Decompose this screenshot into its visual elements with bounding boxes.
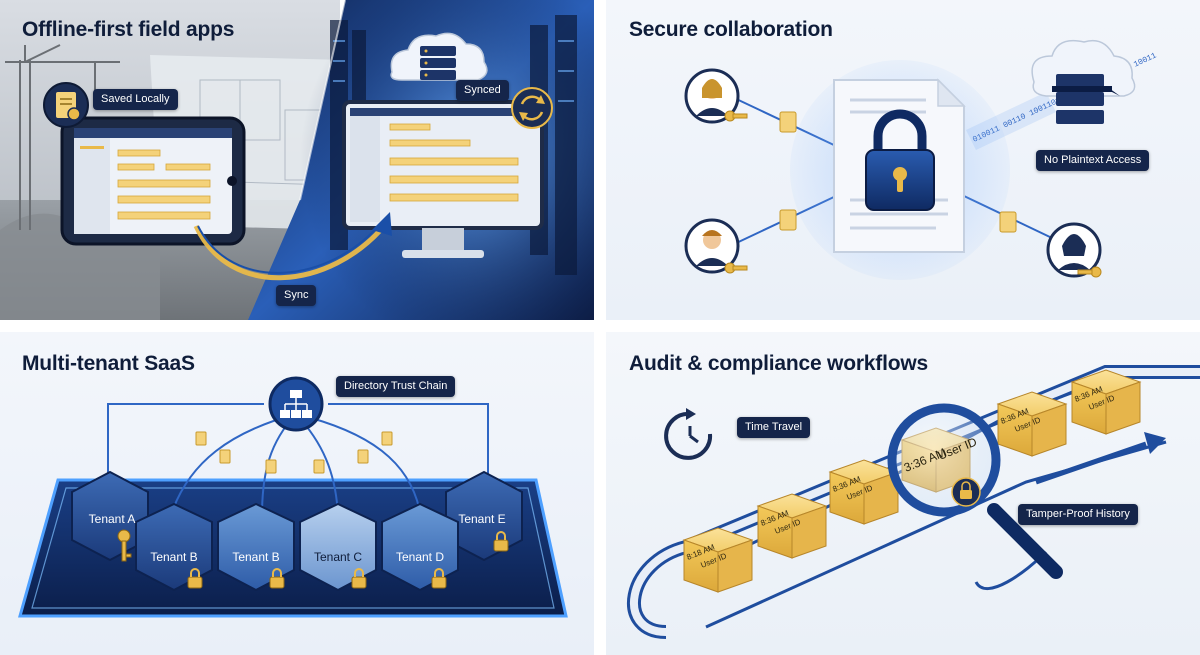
saved-locally-label: Saved Locally (93, 89, 178, 110)
tenant-label: Tenant B (232, 550, 279, 564)
sync-label: Sync (276, 285, 317, 306)
tenant-label: Tenant A (89, 512, 136, 526)
panel-title: Audit & compliance workflows (629, 352, 928, 375)
tenant-label: Tenant B (150, 550, 197, 564)
tenant-label: Tenant D (396, 550, 444, 564)
tablet-icon (60, 116, 246, 246)
desktop-monitor-icon (342, 100, 544, 258)
tenant-label: Tenant C (314, 550, 362, 564)
synced-label: Synced (456, 80, 509, 101)
clock-icon (664, 408, 713, 460)
crane-icon (5, 44, 120, 230)
arrow-right-icon (372, 212, 392, 236)
arrow-right-icon (1144, 432, 1166, 454)
key-icon (117, 529, 132, 562)
sync-icon (511, 87, 553, 129)
document-check-icon (43, 82, 89, 128)
offline-illustration (0, 0, 594, 320)
key-icon (724, 110, 1102, 278)
seal-icon (951, 477, 981, 507)
no-plaintext-label: No Plaintext Access (1036, 150, 1150, 171)
audit-illustration: 8:18 AM User ID 8:36 AM User ID 8:36 AM … (627, 365, 1200, 639)
org-chart-icon (268, 376, 324, 432)
tamper-proof-label: Tamper-Proof History (1018, 504, 1138, 525)
panel-multi-tenant: Tenant A Tenant B Tenant B Tenant C Tena… (0, 332, 594, 655)
time-travel-label: Time Travel (737, 417, 811, 438)
panel-title: Multi-tenant SaaS (22, 352, 195, 375)
multi-tenant-illustration: Tenant A Tenant B Tenant B Tenant C Tena… (18, 376, 568, 618)
user-avatar-icon (684, 68, 1102, 278)
directory-trust-label: Directory Trust Chain (336, 376, 456, 397)
padlock-icon (865, 109, 935, 211)
panel-audit-compliance: 8:18 AM User ID 8:36 AM User ID 8:36 AM … (606, 332, 1200, 655)
file-icon (779, 111, 1017, 233)
cloud-server-icon (1031, 39, 1136, 124)
panel-title: Offline-first field apps (22, 18, 235, 41)
panel-offline-first: Offline-first field apps Saved Locally S… (0, 0, 594, 320)
tenant-label: Tenant E (458, 512, 505, 526)
padlock-icon (187, 531, 509, 589)
cloud-server-icon (390, 32, 488, 81)
file-icon (195, 431, 393, 474)
panel-title: Secure collaboration (629, 18, 833, 41)
